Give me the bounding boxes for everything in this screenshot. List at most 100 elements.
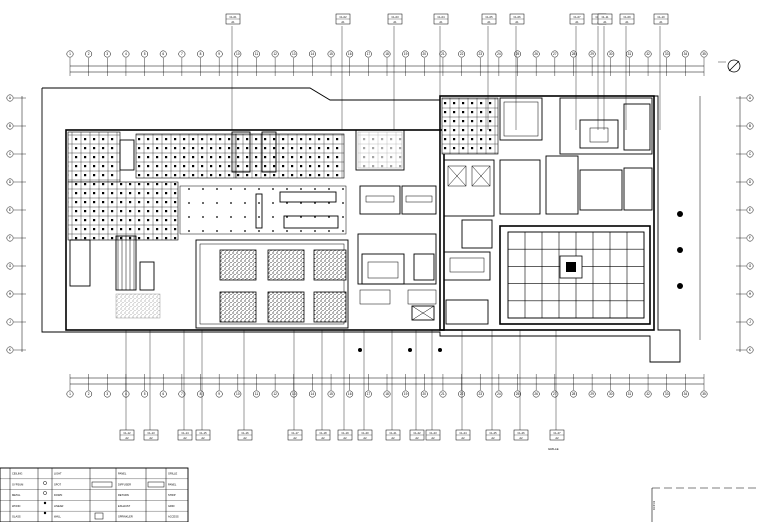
top-grid-bubble bbox=[663, 50, 671, 58]
bottom-callout-ref: CL-26 bbox=[517, 431, 525, 435]
bottom-callout-group: CL-12A2CL-13A2CL-14A2CL-15A2CL-16A2CL-17… bbox=[119, 330, 565, 441]
bottom-callout-ref: CL-20 bbox=[361, 431, 369, 435]
top-grid-label: 35 bbox=[702, 52, 706, 56]
right-grid-label: C bbox=[749, 152, 752, 156]
bottom-callout-ref: CL-22 bbox=[413, 431, 421, 435]
column-3 bbox=[677, 283, 683, 289]
top-grid-bubble bbox=[588, 50, 596, 58]
bottom-grid-bubble bbox=[159, 390, 167, 398]
left-grid-bubble bbox=[6, 262, 14, 270]
right-grid-label: J bbox=[749, 320, 751, 324]
top-callout-sheet: A1 bbox=[341, 20, 345, 24]
bottom-grid-label: 31 bbox=[628, 392, 632, 396]
bottom-callout-ref: CL-12 bbox=[123, 431, 131, 435]
left-grid-label: G bbox=[9, 264, 12, 268]
bottom-callout-ref: CL-25 bbox=[489, 431, 497, 435]
top-callout-ref: CL-11 bbox=[602, 15, 609, 19]
bottom-grid-label: 15 bbox=[329, 392, 333, 396]
top-callout-ref: CL-01 bbox=[229, 15, 237, 19]
bottom-callout-sheet: A2 bbox=[321, 436, 325, 440]
top-grid-label: 5 bbox=[144, 52, 146, 56]
left-grid-bubble bbox=[6, 150, 14, 158]
tiled-ceiling-west-2 bbox=[67, 181, 179, 241]
bottom-grid-bubble bbox=[570, 390, 577, 398]
top-grid-label: 12 bbox=[273, 52, 277, 56]
left-grid-bubble bbox=[6, 318, 14, 326]
tiled-ceiling-west-4 bbox=[235, 133, 345, 179]
legend-cell: STRIP bbox=[168, 493, 176, 497]
top-grid-label: 21 bbox=[441, 52, 445, 56]
bottom-grid-bubble bbox=[271, 390, 279, 398]
bottom-grid-bubble bbox=[439, 390, 447, 398]
top-grid-label: 34 bbox=[684, 52, 688, 56]
top-grid-bubble bbox=[178, 50, 186, 58]
bottom-grid-label: 23 bbox=[478, 392, 482, 396]
left-grid-label: C bbox=[9, 152, 12, 156]
bottom-grid-label: 25 bbox=[516, 392, 520, 396]
top-grid-bubble bbox=[234, 50, 242, 58]
bottom-grid-bubble bbox=[663, 390, 671, 398]
coffer-3 bbox=[313, 249, 347, 281]
building-outline-east bbox=[439, 95, 655, 331]
bottom-grid-label: 9 bbox=[218, 392, 220, 396]
top-grid-label: 11 bbox=[255, 52, 259, 56]
top-callout-sheet: A1 bbox=[515, 20, 519, 24]
right-grid-bubble bbox=[746, 122, 754, 130]
top-grid-label: 23 bbox=[478, 52, 482, 56]
top-grid-label: 7 bbox=[181, 52, 183, 56]
top-callout-sheet: A1 bbox=[625, 20, 629, 24]
bottom-grid-label: 30 bbox=[609, 392, 613, 396]
right-grid-label: A bbox=[749, 96, 752, 100]
bottom-callout-sheet: A2 bbox=[431, 436, 435, 440]
top-grid-bubble bbox=[290, 50, 298, 58]
legend-cell: METAL bbox=[12, 493, 21, 497]
top-grid-bubble bbox=[551, 50, 559, 58]
top-callout-ref: CL-02 bbox=[339, 15, 347, 19]
right-grid-bubble bbox=[746, 318, 754, 326]
bottom-grid-bubble bbox=[514, 390, 521, 398]
right-grid-label: D bbox=[749, 180, 752, 184]
legend-cell: LIGHT bbox=[54, 472, 62, 476]
bottom-grid-bubble bbox=[644, 390, 652, 398]
right-grid-label: B bbox=[749, 124, 751, 128]
bottom-grid-bubble bbox=[253, 390, 260, 398]
left-grid-bubble bbox=[6, 94, 14, 102]
title-block-label: RCP-01 bbox=[652, 500, 656, 510]
legend-cell: WOOD bbox=[12, 504, 20, 508]
right-grid-bubble bbox=[746, 346, 754, 354]
right-grid-bubble bbox=[746, 94, 754, 102]
bottom-grid-bubble bbox=[234, 390, 242, 398]
bottom-callout-sheet: A2 bbox=[149, 436, 153, 440]
bottom-grid-bubble bbox=[364, 390, 372, 398]
right-grid-bubble bbox=[746, 234, 754, 242]
stair-core-west bbox=[69, 239, 91, 287]
top-grid-label: 30 bbox=[609, 52, 613, 56]
oval-coffer-1 bbox=[361, 253, 405, 285]
bottom-grid-label: 12 bbox=[273, 392, 277, 396]
right-grid-label: K bbox=[749, 348, 752, 352]
bottom-grid-bubble bbox=[308, 390, 316, 398]
bottom-grid-bubble bbox=[85, 390, 93, 398]
top-callout-sheet: A1 bbox=[393, 20, 397, 24]
bottom-callout-sheet: A2 bbox=[125, 436, 129, 440]
top-callout-ref: CL-04 bbox=[437, 15, 445, 19]
legend-cell: PANEL bbox=[168, 482, 177, 486]
title-block: RCP-01 bbox=[651, 487, 760, 522]
bottom-callout-sheet: A2 bbox=[201, 436, 205, 440]
right-grid-bubble bbox=[746, 290, 754, 298]
bottom-grid-bubble bbox=[290, 390, 298, 398]
top-grid-label: 19 bbox=[404, 52, 408, 56]
top-grid-bubble bbox=[420, 50, 428, 58]
right-grid-bubble bbox=[746, 178, 754, 186]
bottom-grid-bubble bbox=[383, 390, 391, 398]
bottom-callout-sheet: A2 bbox=[461, 436, 465, 440]
bottom-grid-bubble bbox=[495, 390, 503, 398]
bottom-callout-sheet: A2 bbox=[555, 436, 559, 440]
bottom-callout-ref: CL-16 bbox=[241, 431, 249, 435]
top-grid-bubble bbox=[644, 50, 652, 58]
bottom-grid-bubble bbox=[458, 390, 466, 398]
tiled-ceiling-west-3 bbox=[135, 133, 237, 179]
bottom-grid-label: 29 bbox=[590, 392, 594, 396]
bottom-grid-bubble bbox=[420, 390, 428, 398]
